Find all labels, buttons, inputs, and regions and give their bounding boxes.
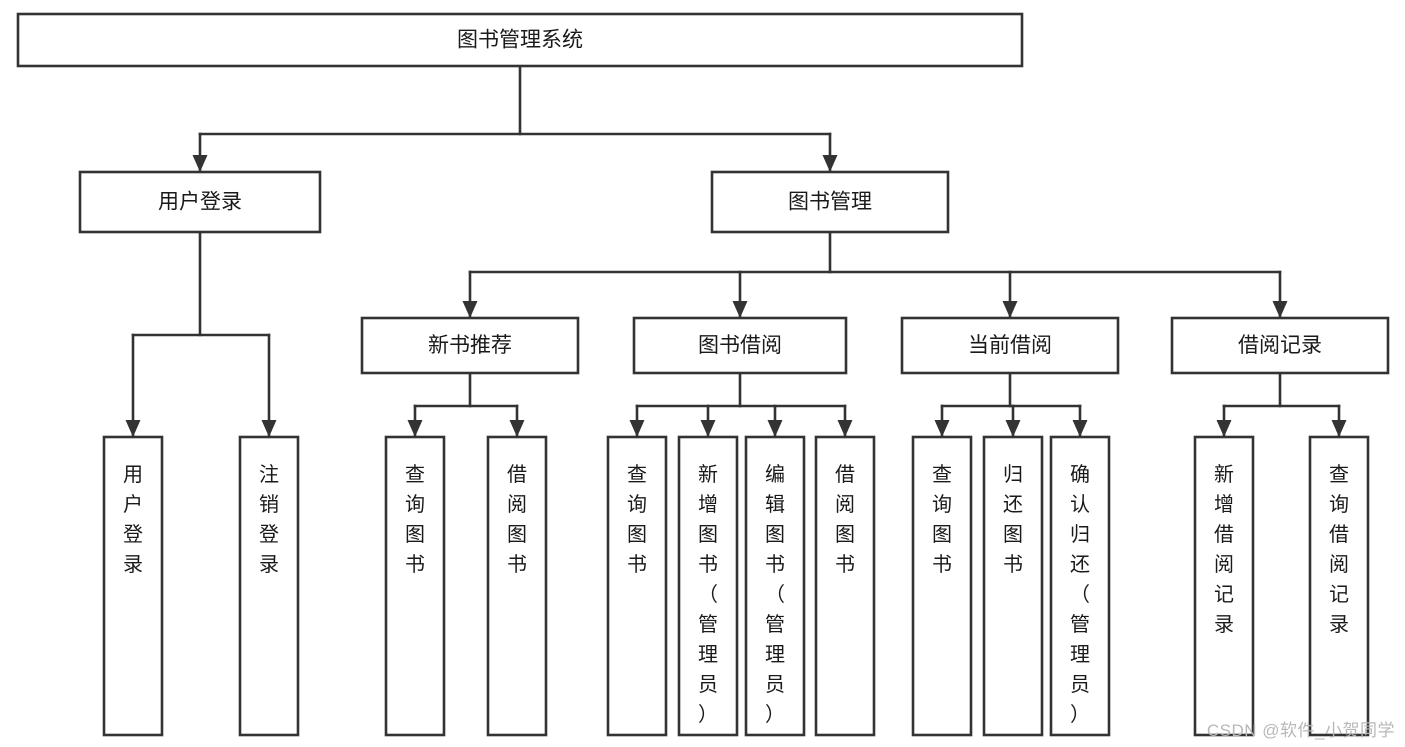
node-user-login-do[interactable]: 用户登录 [102,435,164,737]
node-label-borrow-record: 借阅记录 [1238,334,1322,357]
arrow-head [767,420,783,437]
node-box-edit-book-admin[interactable] [744,435,806,737]
arrow-head [1005,420,1021,437]
node-label-user-login-do: 用户登录 [123,464,143,576]
node-query-book-1[interactable]: 查询图书 [384,435,446,737]
edge-group-root [192,64,838,174]
arrow-head [125,420,141,437]
node-box-confirm-return-admin[interactable] [1049,435,1111,737]
node-label-borrow-book-2: 借阅图书 [835,463,855,576]
node-label-root: 图书管理系统 [457,29,583,52]
arrow-head [700,420,716,437]
node-return-book[interactable]: 归还图书 [982,435,1044,737]
node-box-add-book-admin[interactable] [677,435,739,737]
arrow-head [822,155,838,172]
node-query-book-2[interactable]: 查询图书 [606,435,668,737]
node-label-new-book-recommend: 新书推荐 [428,334,512,357]
node-borrow-record[interactable]: 借阅记录 [1170,316,1390,375]
arrow-head [407,420,423,437]
node-box-query-book-1[interactable] [384,435,446,737]
connector-layer [125,64,1347,439]
node-label-book-manage: 图书管理 [788,191,872,214]
arrow-head [1002,301,1018,318]
node-box-query-borrow-record[interactable] [1308,435,1370,737]
arrow-head [192,155,208,172]
node-layer: 图书管理系统用户登录图书管理新书推荐图书借阅当前借阅借阅记录用户登录注销登录查询… [16,12,1390,737]
node-box-query-book-2[interactable] [606,435,668,737]
edge-group-user-login [125,230,277,439]
arrow-head [934,420,950,437]
node-query-borrow-record[interactable]: 查询借阅记录 [1308,435,1370,737]
node-book-borrow[interactable]: 图书借阅 [632,316,848,375]
node-box-borrow-book-1[interactable] [486,435,548,737]
edge-group-borrow-record [1216,371,1347,439]
node-box-return-book[interactable] [982,435,1044,737]
node-box-current-borrow[interactable] [900,316,1120,375]
node-label-add-book-admin: 新增图书（管理员） [698,463,718,726]
node-add-borrow-record[interactable]: 新增借阅记录 [1193,435,1255,737]
node-box-new-book-recommend[interactable] [360,316,580,375]
node-box-borrow-book-2[interactable] [814,435,876,737]
node-root[interactable]: 图书管理系统 [16,12,1024,68]
node-query-book-3[interactable]: 查询图书 [911,435,973,737]
node-label-query-book-3: 查询图书 [932,463,952,576]
arrow-head [462,301,478,318]
arrow-head [629,420,645,437]
node-box-user-logout[interactable] [238,435,300,737]
edge-group-book-borrow [629,371,853,439]
node-label-add-borrow-record: 新增借阅记录 [1214,463,1234,636]
node-label-confirm-return-admin: 确认归还（管理员） [1070,463,1090,726]
watermark-label: CSDN @软件_小贺同学 [1206,721,1395,740]
node-label-borrow-book-1: 借阅图书 [507,463,527,576]
arrow-head [732,301,748,318]
node-box-query-book-3[interactable] [911,435,973,737]
arrow-head [1331,420,1347,437]
node-confirm-return-admin[interactable]: 确认归还（管理员） [1049,435,1111,737]
node-box-root[interactable] [16,12,1024,68]
node-label-query-borrow-record: 查询借阅记录 [1329,463,1349,636]
node-box-user-login[interactable] [78,170,322,234]
node-box-borrow-record[interactable] [1170,316,1390,375]
node-label-query-book-2: 查询图书 [627,463,647,576]
node-user-logout[interactable]: 注销登录 [238,435,300,737]
edge-group-book-manage [462,230,1288,320]
node-label-user-logout: 注销登录 [259,463,279,576]
node-label-edit-book-admin: 编辑图书（管理员） [765,463,785,726]
arrow-head [1072,420,1088,437]
node-box-user-login-do[interactable] [102,435,164,737]
edge-group-new-book-recommend [407,371,525,439]
node-borrow-book-2[interactable]: 借阅图书 [814,435,876,737]
node-box-book-borrow[interactable] [632,316,848,375]
node-book-manage[interactable]: 图书管理 [710,170,950,234]
node-add-book-admin[interactable]: 新增图书（管理员） [677,435,739,737]
node-label-query-book-1: 查询图书 [405,463,425,576]
node-current-borrow[interactable]: 当前借阅 [900,316,1120,375]
node-new-book-recommend[interactable]: 新书推荐 [360,316,580,375]
node-label-book-borrow: 图书借阅 [698,334,782,357]
edge-group-current-borrow [934,371,1088,439]
node-user-login[interactable]: 用户登录 [78,170,322,234]
node-label-user-login: 用户登录 [158,191,242,214]
node-label-return-book: 归还图书 [1003,463,1023,576]
arrow-head [1272,301,1288,318]
node-borrow-book-1[interactable]: 借阅图书 [486,435,548,737]
arrow-head [261,420,277,437]
node-box-add-borrow-record[interactable] [1193,435,1255,737]
arrow-head [837,420,853,437]
node-box-book-manage[interactable] [710,170,950,234]
node-label-current-borrow: 当前借阅 [968,334,1052,357]
arrow-head [509,420,525,437]
node-edit-book-admin[interactable]: 编辑图书（管理员） [744,435,806,737]
arrow-head [1216,420,1232,437]
